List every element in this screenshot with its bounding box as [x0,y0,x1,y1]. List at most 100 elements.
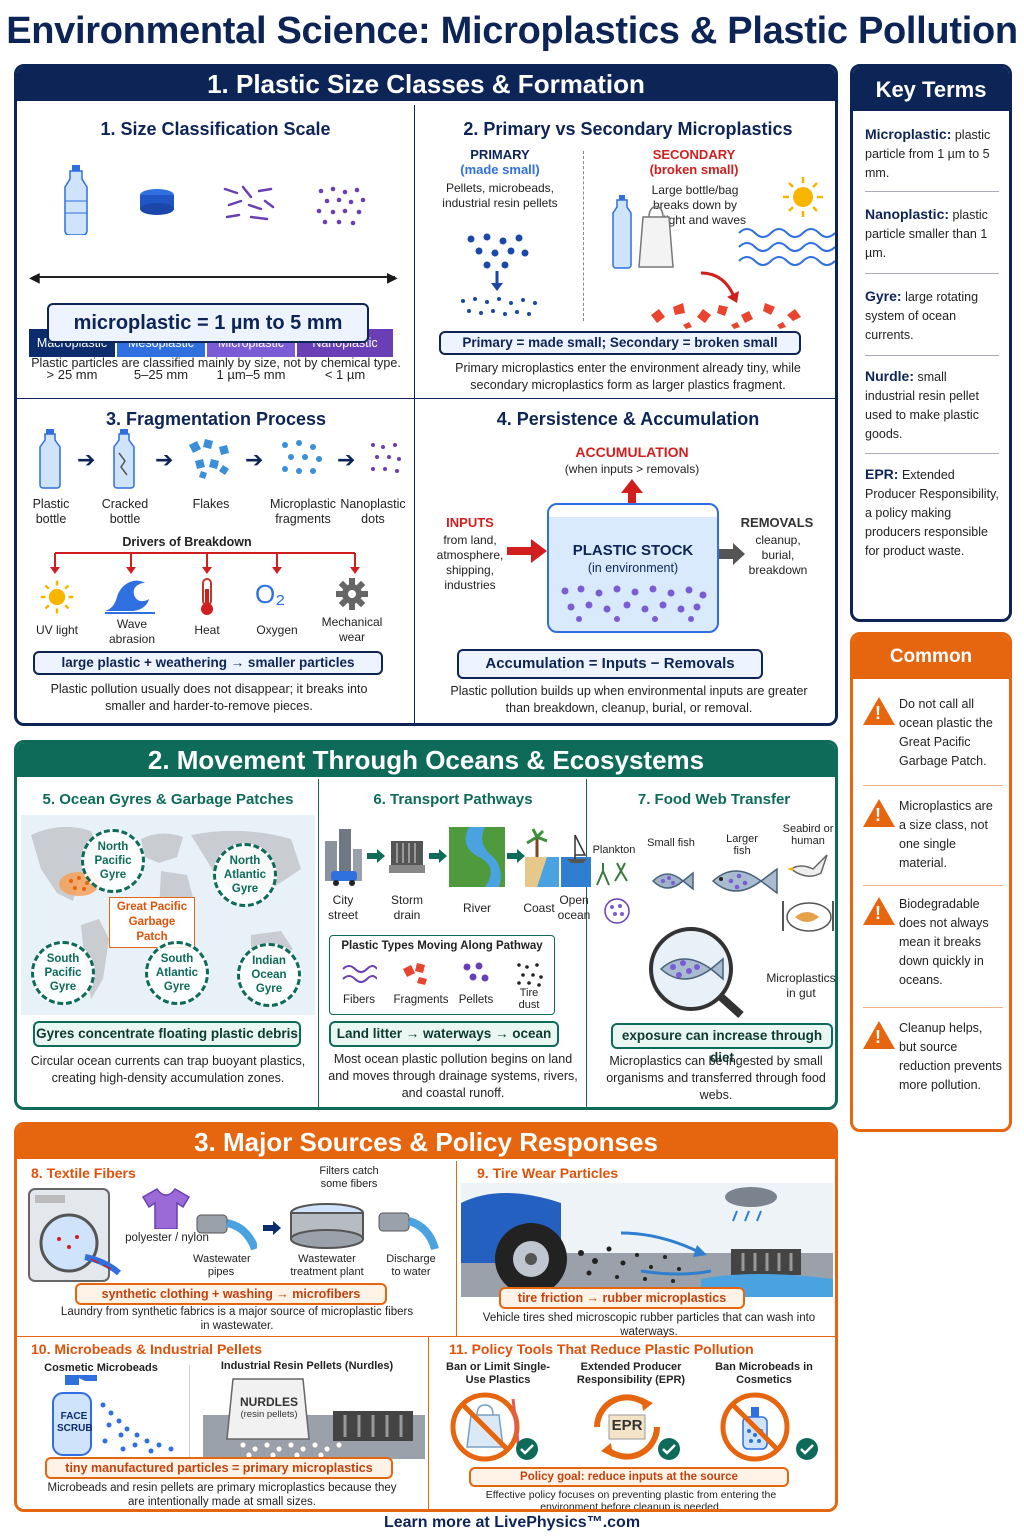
arrow-right-icon [263,1221,281,1235]
accumulation-label: ACCUMULATION [575,444,689,460]
inputs-desc: from land, atmosphere, shipping, industr… [436,533,504,592]
pellets-icon [463,962,489,982]
oxygen-icon: O₂ [255,579,286,609]
gyre-indian-ocean: Indian Ocean Gyre [237,943,301,1007]
common-mistakes-heading: Common Mistakes [853,635,1009,711]
scale-arrow-right: ▶ [387,269,398,285]
arrow-right-icon [429,849,447,863]
term-item: Nanoplastic: plastic particle smaller th… [865,206,988,260]
size-range: > 25 mm [46,367,98,382]
separator [863,785,1003,786]
formula-box: Policy goal: reduce inputs at the source [469,1467,789,1487]
tire-road-scene [461,1183,833,1297]
panel-title: 8. Textile Fibers [31,1165,136,1181]
secondary-sub: (broken small) [649,162,739,177]
arrow-right-icon: ➔ [155,447,174,472]
mistake-item: Microplastics are a size class, not one … [899,799,993,870]
secondary-desc: Large bottle/bag breaks down by sunlight… [643,183,747,227]
storm-drain-icon [389,841,425,873]
size-range: < 1 µm [324,367,366,382]
size-range: 5–25 mm [133,367,189,382]
bottle-cap-icon [140,189,174,215]
panel-microbeads [17,1337,429,1509]
river-icon [449,827,505,887]
panel-caption: Circular ocean currents can trap buoyant… [30,1054,306,1085]
sun-icon [40,580,74,614]
fragments-icon [403,963,427,985]
panel-caption: Most ocean plastic pollution begins on l… [328,1052,578,1100]
arrow-right-icon [367,849,385,863]
section-size-classes: 1. Plastic Size Classes & Formation 1. S… [14,64,838,726]
city-icon [325,829,362,886]
dots-icon [316,186,366,226]
ban-plastic-bag-icon [450,1392,538,1462]
key-terms-panel: Key Terms Microplastic: plastic particle… [850,64,1012,622]
larger-fish-icon [711,867,778,895]
panel-title: 2. Primary vs Secondary Microplastics [463,119,793,139]
arrow-right-icon: ➔ [77,447,96,472]
panel-primary-secondary [415,105,835,399]
panel-title: 3. Fragmentation Process [105,409,327,429]
panel-caption: Laundry from synthetic fabrics is a majo… [60,1306,414,1332]
secondary-title: SECONDARY [652,147,736,162]
plankton-icon [596,862,628,886]
footer-link[interactable]: Learn more at LivePhysics™.com [383,1514,641,1531]
removals-desc: cleanup, burial, breakdown [748,533,808,577]
path-label: Coast [523,901,555,915]
nurdles-title: Industrial Resin Pellets (Nurdles) [220,1360,394,1372]
mistake-item: Biodegradable does not always mean it br… [899,897,989,987]
stage-label: Plastic bottle [32,497,70,526]
bottle-icon [64,165,88,235]
up-arrow-icon [621,479,643,517]
patch-label: Great Pacific Garbage Patch [109,897,195,948]
term-item: EPR: Extended Producer Responsibility, a… [865,466,999,558]
panel-tire [457,1161,835,1337]
stage-label: Microplastic fragments [270,497,336,526]
gyre-south-pacific: South Pacific Gyre [31,941,95,1005]
seabird-icon [787,854,828,877]
panel-caption: Microplastics can be ingested by small o… [606,1054,826,1102]
bottle-bag-icon [612,195,674,269]
arrow-right-icon [507,849,525,863]
panel-title: 4. Persistence & Accumulation [496,409,760,429]
fibers-icon [342,965,377,983]
formula-box: microplastic = 1 µm to 5 mm [47,303,369,343]
ban-microbeads-icon [720,1392,818,1462]
shirt-icon [141,1188,191,1229]
gut-label: Microplastics in gut [766,971,836,1000]
path-label: City street [327,893,358,922]
section-heading: 1. Plastic Size Classes & Formation [17,67,835,101]
fiber-label: polyester / nylon [125,1232,209,1244]
cosmetic-label: Cosmetic Microbeads [44,1362,158,1374]
cracked-bottle-icon [113,429,135,489]
food-web-label: Plankton [592,844,636,856]
type-label: Fibers [343,994,375,1006]
driver-label: Heat [194,623,220,637]
nurdles-bag-label: NURDLES [239,1395,298,1409]
formula-box: synthetic clothing + washing → microfibe… [75,1283,387,1305]
waves-icon [738,228,835,266]
arrow-right-icon: ➔ [245,447,264,472]
micro-fragments-icon [282,440,322,474]
panel-pathways [319,779,587,1107]
warning-icon [863,697,895,725]
stage-label: Cracked bottle [101,497,149,526]
type-label: Fragments [393,994,449,1006]
inputs-arrow-icon [507,539,547,563]
term-item: Microplastic: plastic particle from 1 µm… [865,126,991,180]
types-box [329,935,555,1015]
thermometer-icon [201,578,213,615]
types-title: Plastic Types Moving Along Pathway [341,940,543,952]
fragments-icon [223,185,275,221]
panel-caption: Plastic pollution usually does not disap… [50,682,368,713]
section-heading: 2. Movement Through Oceans & Ecosystems [17,743,835,777]
stock-sub: (in environment) [587,561,679,575]
face-scrub-icon [52,1375,174,1456]
stage-label: Flakes [192,497,230,511]
path-label: River [462,901,491,915]
formula-box: exposure can increase through diet [611,1023,833,1065]
mistake-item: Cleanup helps, but source reduction prev… [899,1021,1002,1092]
driver-label: Wave abrasion [108,617,156,646]
bottle-icon [39,429,61,489]
food-web-label: Larger fish [726,833,758,857]
